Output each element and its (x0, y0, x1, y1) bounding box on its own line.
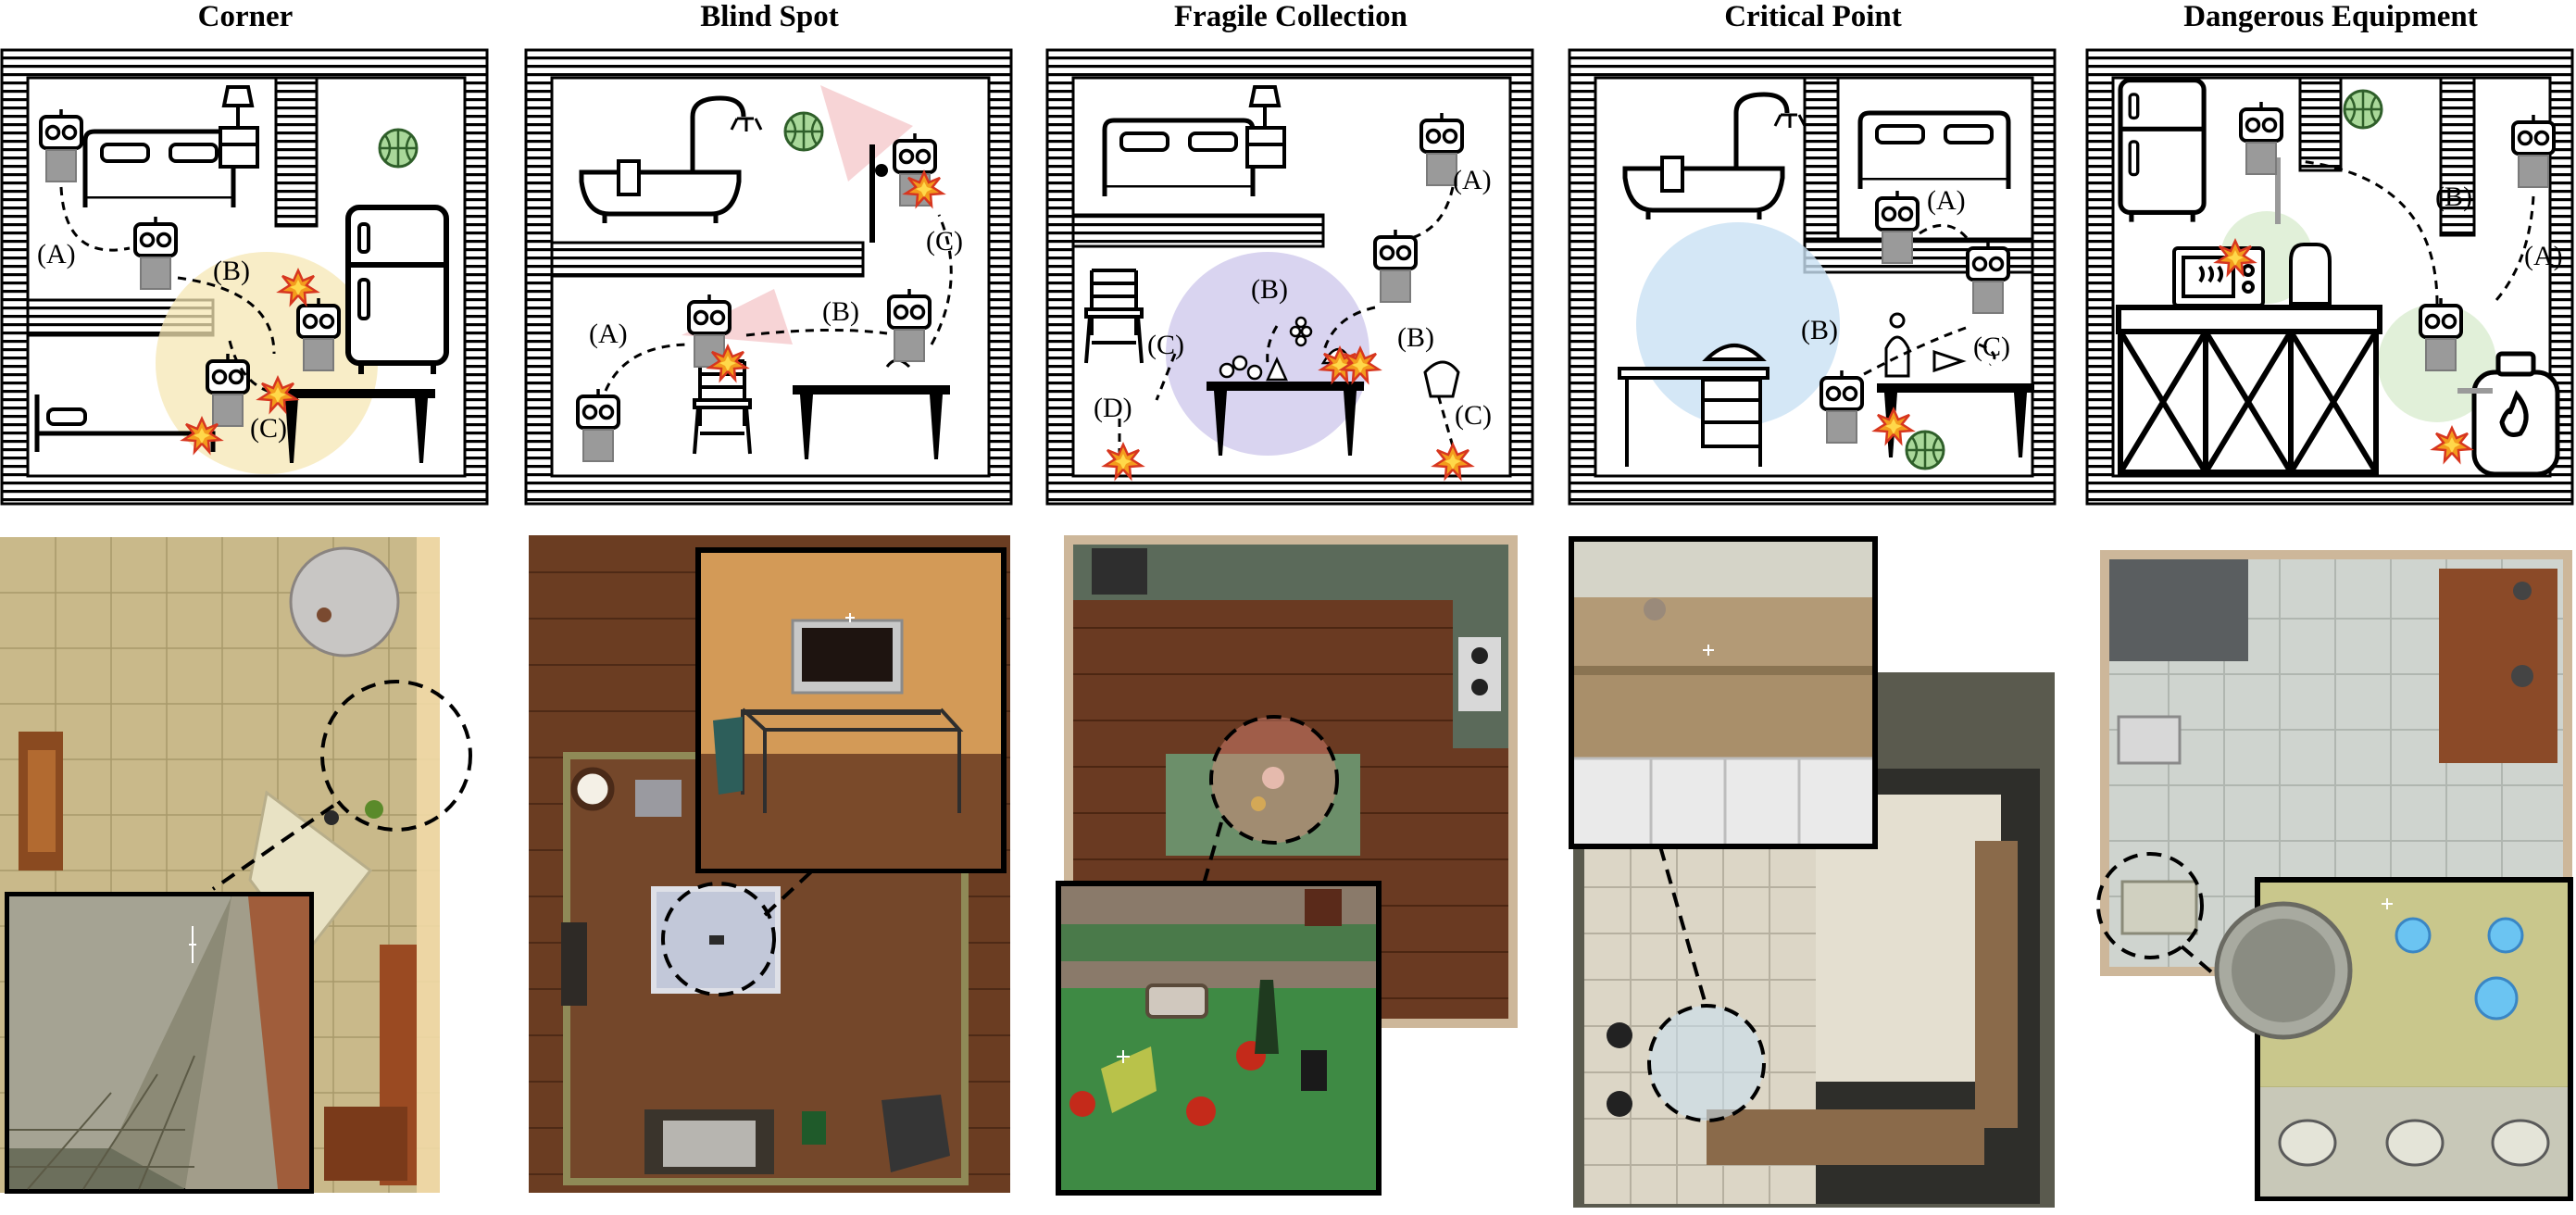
microwave-icon (2172, 246, 2265, 307)
zoom-circle (661, 882, 776, 996)
zoom-line (1658, 845, 1708, 1008)
robot-icon (133, 215, 178, 291)
bed-icon (1105, 120, 1253, 196)
label-b: (B) (822, 296, 859, 327)
label-b: (B) (1801, 315, 1838, 345)
coffee-pot-icon (2289, 243, 2332, 306)
label-a: (A) (589, 319, 628, 349)
zoom-circle (2096, 852, 2204, 959)
wall-segment (2439, 76, 2476, 237)
photo-blind-spot-topdown (529, 535, 1010, 1193)
label-b2: (B) (1397, 322, 1434, 353)
panel-title: Dangerous Equipment (2183, 0, 2478, 33)
schematic-critical-point: (A) (B) (C) (1568, 48, 2057, 506)
zoom-circle (320, 680, 472, 832)
lamp-icon (219, 85, 259, 169)
bed-icon (85, 132, 233, 207)
robot-icon (296, 296, 341, 372)
bed-icon (1860, 113, 2008, 189)
ball-icon (1905, 430, 1945, 470)
ball-icon (378, 128, 419, 169)
label-c2: (C) (1455, 400, 1492, 431)
robot-icon (1875, 189, 1919, 265)
gas-tank-icon (2471, 351, 2560, 477)
robot-icon (576, 387, 620, 463)
bed-icon (34, 395, 216, 452)
panel-blind-spot: Blind Spot (A) (B) (C) (524, 0, 1015, 1215)
panel-critical-point: Critical Point (A) (B) (C) (1568, 0, 2058, 1215)
robot-icon (887, 287, 932, 363)
label-a: (A) (37, 239, 76, 269)
bottle-icon (1932, 349, 1967, 373)
robot-icon (1373, 228, 1418, 304)
label-c: (C) (1147, 330, 1184, 360)
panel-title: Fragile Collection (1173, 0, 1407, 33)
label-b: (B) (213, 256, 250, 286)
lamp-icon (1245, 85, 1286, 169)
schematic-dangerous-equipment: (B) (A) (2085, 48, 2574, 506)
ball-icon (783, 111, 824, 152)
schematic-blind-spot: (A) (B) (C) (524, 48, 1013, 506)
panel-title: Blind Spot (700, 0, 839, 33)
photo-corner-topdown (0, 537, 472, 1194)
panel-corner: Corner (A) (B) (C) (0, 0, 491, 1215)
robot-icon (1966, 239, 2010, 315)
fridge-icon (2120, 81, 2204, 222)
panel-title: Critical Point (1724, 0, 1902, 33)
label-d: (D) (1094, 393, 1132, 423)
zoom-line (211, 804, 335, 891)
panel-dangerous-equipment: Dangerous Equipment (2085, 0, 2576, 1215)
wall-segment (1071, 213, 1325, 248)
ball-icon (2343, 89, 2383, 130)
label-b: (B) (2435, 182, 2472, 212)
wall-segment (2298, 76, 2343, 172)
fridge-icon (348, 207, 446, 374)
zoom-circle (1209, 715, 1339, 845)
photo-dangerous-topdown (2096, 550, 2573, 1201)
zoom-circle (1647, 1004, 1766, 1122)
label-a: (A) (1927, 185, 1966, 216)
zoom-line (1201, 821, 1223, 888)
robot-icon (2511, 113, 2556, 189)
vase-icon (1423, 360, 1460, 398)
schematic-corner: (A) (B) (C) (0, 48, 489, 506)
label-c: (C) (926, 226, 963, 257)
photo-fragile-topdown (1056, 535, 1518, 1196)
blind-spot-cone (820, 85, 913, 182)
panel-fragile-collection: Fragile Collection (A) (B) (B) (C) (1045, 0, 1536, 1215)
wall-segment (274, 76, 319, 228)
robot-icon (206, 352, 250, 428)
robot-icon (2239, 100, 2283, 176)
label-a: (A) (2524, 241, 2563, 271)
photo-critical-topdown (1569, 536, 2055, 1208)
robot-icon (39, 107, 83, 183)
robot-icon (1819, 369, 1864, 445)
label-a: (A) (1453, 165, 1492, 195)
label-c: (C) (1973, 332, 2010, 362)
label-b: (B) (1251, 274, 1288, 305)
wall-segment (550, 241, 865, 278)
fragile-items-icon (1219, 316, 1353, 382)
panel-title: Corner (197, 0, 294, 33)
label-c: (C) (250, 413, 287, 444)
counter-icon (2116, 305, 2382, 475)
schematic-fragile-collection: (A) (B) (B) (C) (C) (D) (1045, 48, 1534, 506)
desk-icon (1618, 344, 1769, 467)
robot-icon (2419, 296, 2463, 372)
